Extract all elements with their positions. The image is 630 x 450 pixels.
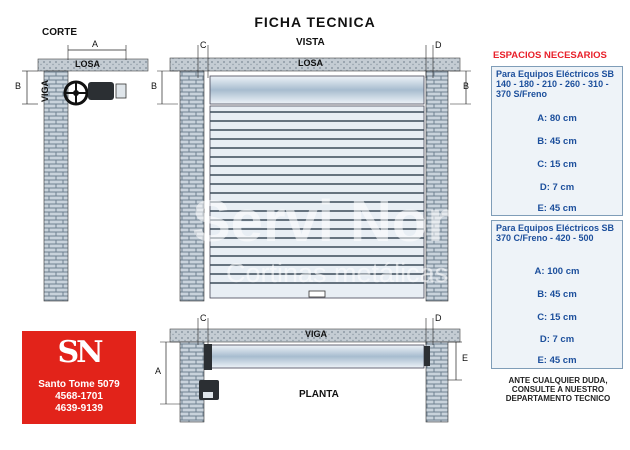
panel-heading: ESPACIOS NECESARIOS xyxy=(493,50,607,61)
planta-roller xyxy=(209,344,425,369)
spec-group-1-b: B: 45 cm xyxy=(537,136,577,147)
spec-group-2-title: Para Equipos Eléctricos SB 370 C/Freno -… xyxy=(496,223,615,243)
planta-beam xyxy=(169,328,461,343)
company-logo: SN Santo Tome 5079 4568-1701 4639-9139 xyxy=(22,331,136,424)
spec-group-2-c: C: 15 cm xyxy=(537,312,577,323)
dim-c-planta: C xyxy=(200,313,207,323)
corte-viga-label: VIGA xyxy=(40,80,50,103)
planta-motor-icon xyxy=(199,344,430,400)
watermark-sub: Cortinas metálicas xyxy=(226,258,449,288)
logo-phone-2: 4639-9139 xyxy=(55,403,103,414)
watermark-main: Servi Nor xyxy=(192,189,450,254)
corte-wall xyxy=(43,70,69,302)
spec-group-1-a: A: 80 cm xyxy=(537,113,577,124)
shutter-slats xyxy=(209,105,425,299)
spec-group-2-a: A: 100 cm xyxy=(534,266,580,277)
spec-group-1-e: E: 45 cm xyxy=(537,203,577,214)
contact-note: ANTE CUALQUIER DUDA, CONSULTE A NUESTRO … xyxy=(505,376,611,403)
dim-e-planta: E xyxy=(462,353,469,363)
vista-wall-right xyxy=(425,70,449,302)
spec-group-2: Para Equipos Eléctricos SB 370 C/Freno -… xyxy=(491,220,623,369)
spec-group-2-d: D: 7 cm xyxy=(539,334,575,345)
corte-slab xyxy=(37,58,149,72)
planta-viga-label: VIGA xyxy=(305,329,328,339)
vista-slab xyxy=(169,57,461,72)
dim-d-vista: D xyxy=(435,40,442,50)
vista-label: VISTA xyxy=(296,37,325,48)
dim-d-planta: D xyxy=(435,313,442,323)
spec-group-1-c: C: 15 cm xyxy=(537,159,577,170)
planta-label: PLANTA xyxy=(299,389,339,400)
dim-b-corte: B xyxy=(15,81,22,91)
corte-label: CORTE xyxy=(42,27,77,38)
spec-group-1: Para Equipos Eléctricos SB 140 - 180 - 2… xyxy=(491,66,623,216)
dim-a-planta: A xyxy=(155,366,162,376)
logo-mark: SN xyxy=(57,335,103,370)
spec-group-1-d: D: 7 cm xyxy=(539,182,575,193)
page-title: FICHA TECNICA xyxy=(254,14,376,30)
spec-group-2-e: E: 45 cm xyxy=(537,355,577,366)
vista-wall-left xyxy=(179,70,205,302)
vista-losa-label: LOSA xyxy=(298,58,324,68)
dim-c-vista: C xyxy=(200,40,207,50)
planta-wall-right xyxy=(425,341,449,423)
corte-losa-label: LOSA xyxy=(75,59,101,69)
dim-b-vista-left: B xyxy=(151,81,158,91)
dim-a-corte: A xyxy=(92,39,99,49)
logo-phone-1: 4568-1701 xyxy=(55,391,103,402)
spec-group-1-title: Para Equipos Eléctricos SB 140 - 180 - 2… xyxy=(496,69,615,99)
vista-roller xyxy=(209,75,425,105)
dim-b-vista-right: B xyxy=(463,81,470,91)
logo-address: Santo Tome 5079 xyxy=(38,379,120,390)
motor-icon xyxy=(63,80,127,106)
spec-group-2-b: B: 45 cm xyxy=(537,289,577,300)
